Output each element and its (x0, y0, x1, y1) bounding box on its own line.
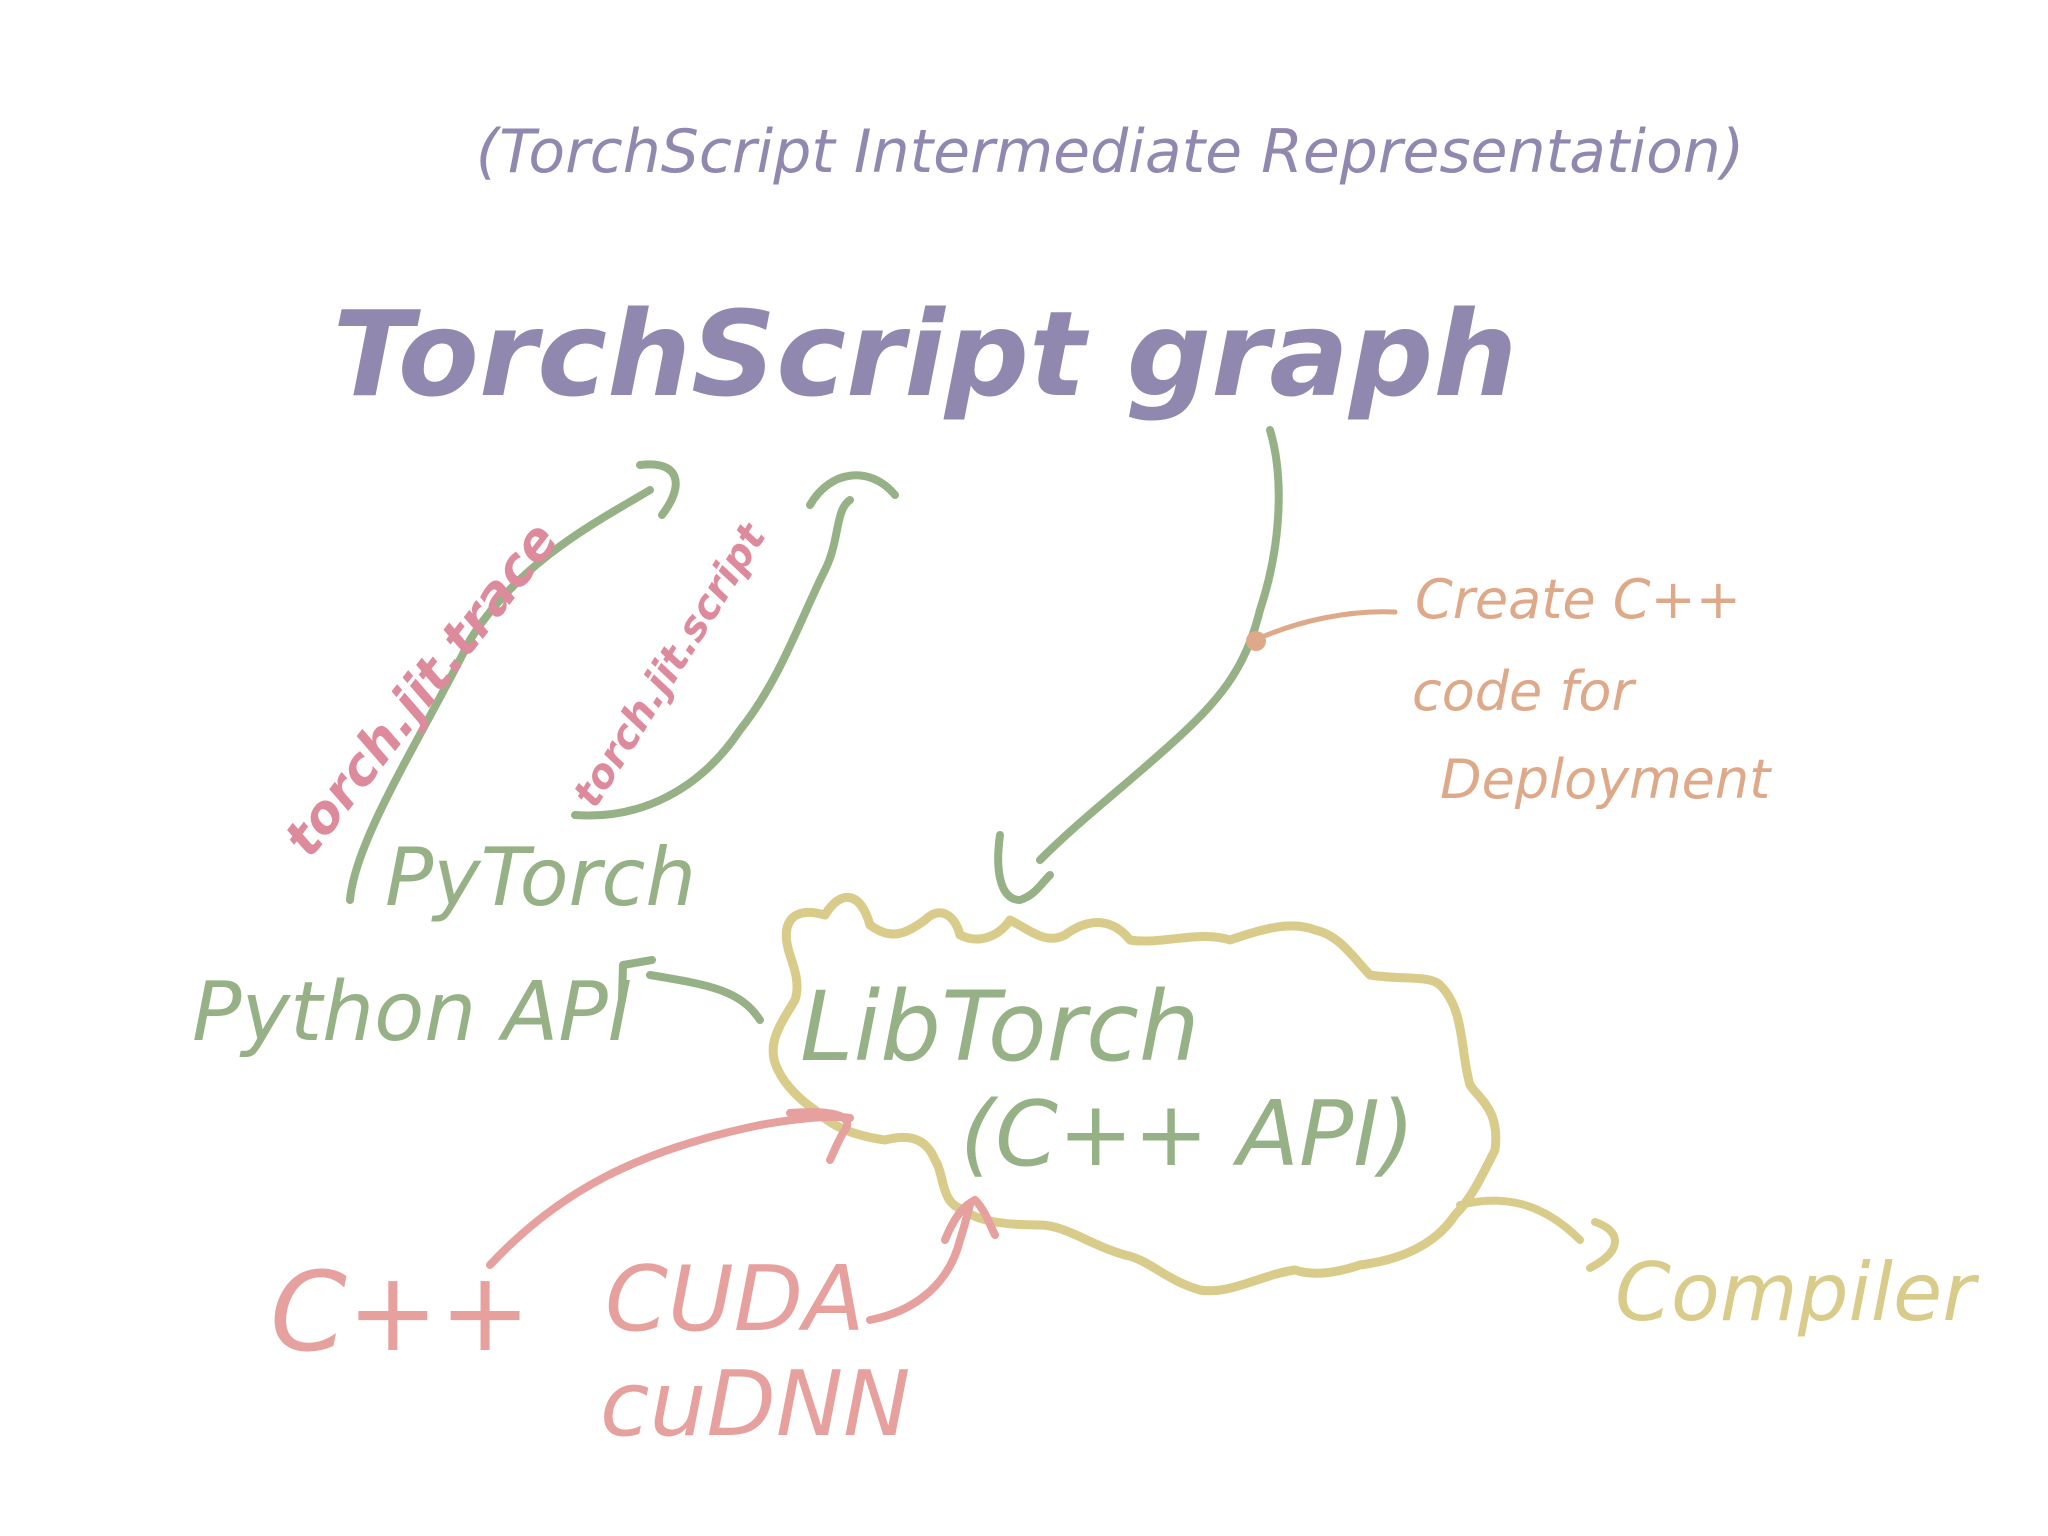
cuda-arrowhead (941, 1196, 999, 1244)
compiler-connector (1456, 1196, 1619, 1272)
python-api-label: Python API (192, 965, 632, 1060)
python-to-libtorch-arrow (646, 971, 764, 1024)
graph-to-libtorch-arrow (1036, 426, 1283, 864)
deploy-line-2: code for (1412, 660, 1636, 723)
graph-to-libtorch-arrowhead (994, 831, 1054, 904)
compiler-hook (1586, 1218, 1619, 1272)
cpp-api-label: (C++ API) (960, 1082, 1415, 1187)
compiler-label: Compiler (1615, 1246, 1980, 1339)
salmon-arrows (486, 1108, 999, 1324)
green-arrows (346, 426, 1283, 1024)
cpp-arrowhead (786, 1108, 851, 1164)
cpp-label: C++ (270, 1248, 531, 1376)
libtorch-label: LibTorch (800, 971, 1200, 1083)
trace-arrow (346, 486, 654, 904)
pytorch-label: PyTorch (385, 831, 696, 924)
deployment-pointer-dot (1246, 631, 1266, 651)
subtitle: (TorchScript Intermediate Representation… (476, 117, 1744, 187)
title: TorchScript graph (333, 285, 1518, 423)
cudnn-label: cuDNN (600, 1352, 910, 1457)
libtorch-cloud (768, 893, 1501, 1296)
script-arrowhead (806, 471, 899, 509)
cpp-to-libtorch-arrow (486, 1112, 854, 1269)
trace-arrowhead (636, 460, 680, 519)
script-arrow (571, 496, 854, 820)
deploy-line-1: Create C++ (1415, 568, 1741, 631)
cuda-to-libtorch-arrow (866, 1201, 974, 1324)
cuda-label: CUDA (605, 1247, 865, 1352)
deployment-pointer (1246, 609, 1398, 651)
script-label: torch.jit.script (564, 514, 776, 815)
deploy-line-3: Deployment (1440, 748, 1772, 811)
python-api-arrowhead (618, 956, 656, 1004)
trace-label: torch.jit.trace (273, 511, 570, 868)
